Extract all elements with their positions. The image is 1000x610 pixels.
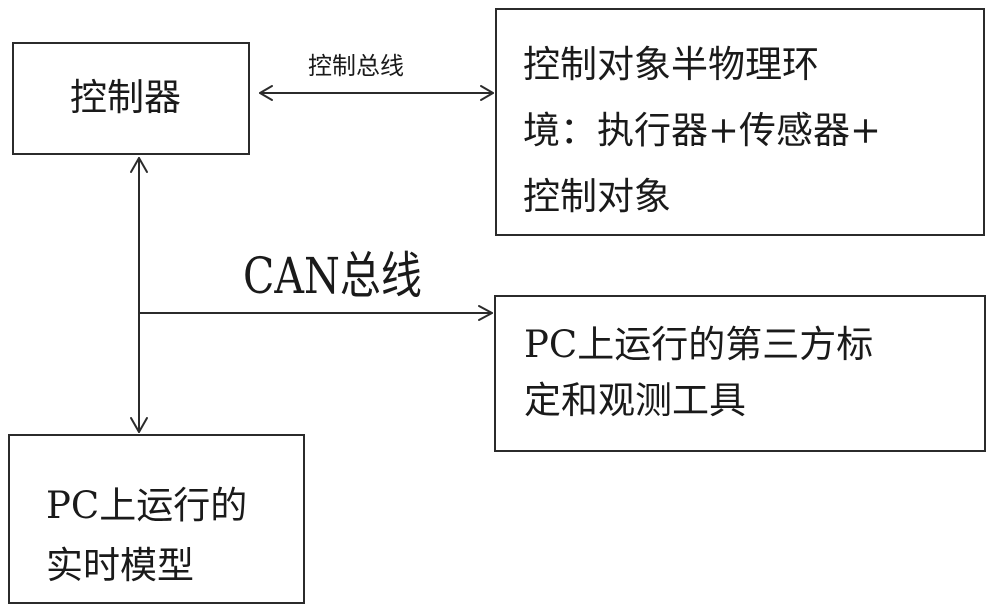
realtime-model-box: PC上运行的 实时模型 (8, 434, 305, 604)
can-bus-vertical-arrow (130, 157, 148, 433)
can-bus-label: CAN总线 (243, 247, 422, 305)
control-bus-label: 控制总线 (308, 52, 404, 80)
calibration-tool-box: PC上运行的第三方标 定和观测工具 (494, 295, 986, 452)
plant-environment-box: 控制对象半物理环 境：执行器+传感器+ 控制对象 (495, 8, 985, 236)
can-bus-branch-arrow (138, 305, 493, 321)
control-bus-arrow (259, 85, 494, 101)
plant-environment-label: 控制对象半物理环 境：执行器+传感器+ 控制对象 (523, 43, 882, 218)
calibration-tool-label: PC上运行的第三方标 定和观测工具 (524, 323, 874, 422)
controller-label: 控制器 (70, 76, 181, 119)
controller-box: 控制器 (12, 42, 250, 155)
realtime-model-label: PC上运行的 实时模型 (46, 484, 248, 587)
